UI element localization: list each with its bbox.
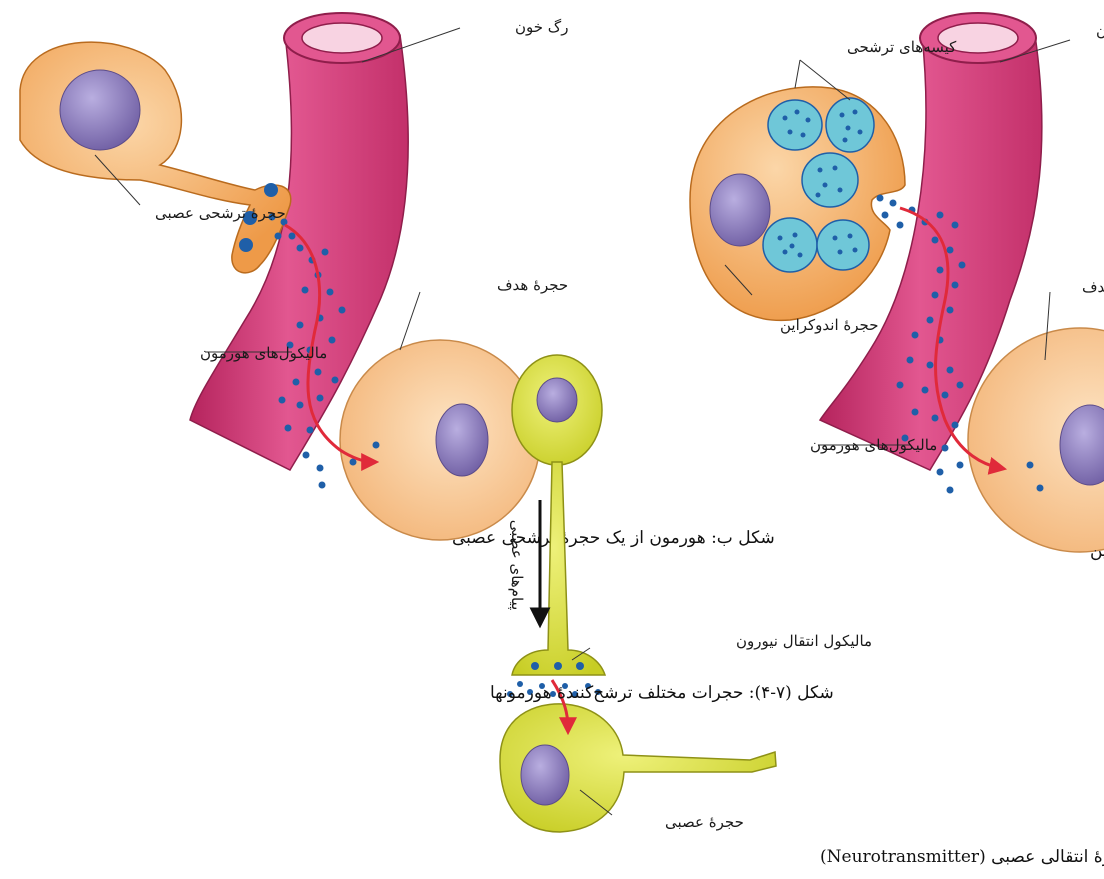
fig-a-vesicles-label: کیسه‌های ترشحی xyxy=(847,38,957,56)
fig-c-presynaptic-neuron xyxy=(512,355,605,675)
fig-a-vessel-label: رگ خون xyxy=(1096,22,1104,40)
figure-a: رگ خون کیسه‌های ترشحی حجرهٔ هدف حجرهٔ ان… xyxy=(690,13,1104,561)
fig-b-caption: شکل ب: هورمون از یک حجرهٔ ترشحی عصبی xyxy=(452,528,775,548)
fig-b-target-label: حجرهٔ هدف xyxy=(497,276,568,294)
fig-c-signal-label: پیام‌های عصبی xyxy=(508,520,526,611)
fig-a-endocrine-label: حجرهٔ اندوکراین xyxy=(780,316,879,334)
fig-b-vessel-label: رگ خون xyxy=(515,18,568,36)
fig-a-target-label: حجرهٔ هدف xyxy=(1082,278,1104,296)
fig-a-caption: شکل الف: هورمون از یک حجرهٔ ترشحی اندوکر… xyxy=(1090,541,1104,561)
fig-b-secretory-label: حجرهٔ ترشحی عصبی xyxy=(155,204,286,222)
fig-c-caption: شکل ج: حجرهٔ انتقالی عصبی (Neurotransmit… xyxy=(820,847,1104,867)
fig-b-molecules-label: مالیکول‌های هورمون xyxy=(200,344,327,362)
fig-b-target-cell xyxy=(340,340,540,540)
figure-b: رگ خون حجرهٔ ترشحی عصبی حجرهٔ هدف مالیکو… xyxy=(20,13,775,548)
fig-a-endocrine-cell xyxy=(690,60,905,320)
fig-c-neuron-label: حجرهٔ عصبی xyxy=(665,813,744,831)
fig-b-neurosecretory-cell xyxy=(20,42,291,273)
main-figure-caption: شکل (۷-۴): حجرات مختلف ترشح‌کنندهٔ هورمو… xyxy=(490,683,834,703)
fig-a-molecules-label: مالیکول‌های هورمون xyxy=(810,436,937,454)
fig-c-transmitter-label: مالیکول انتقال نیورون xyxy=(736,632,872,650)
